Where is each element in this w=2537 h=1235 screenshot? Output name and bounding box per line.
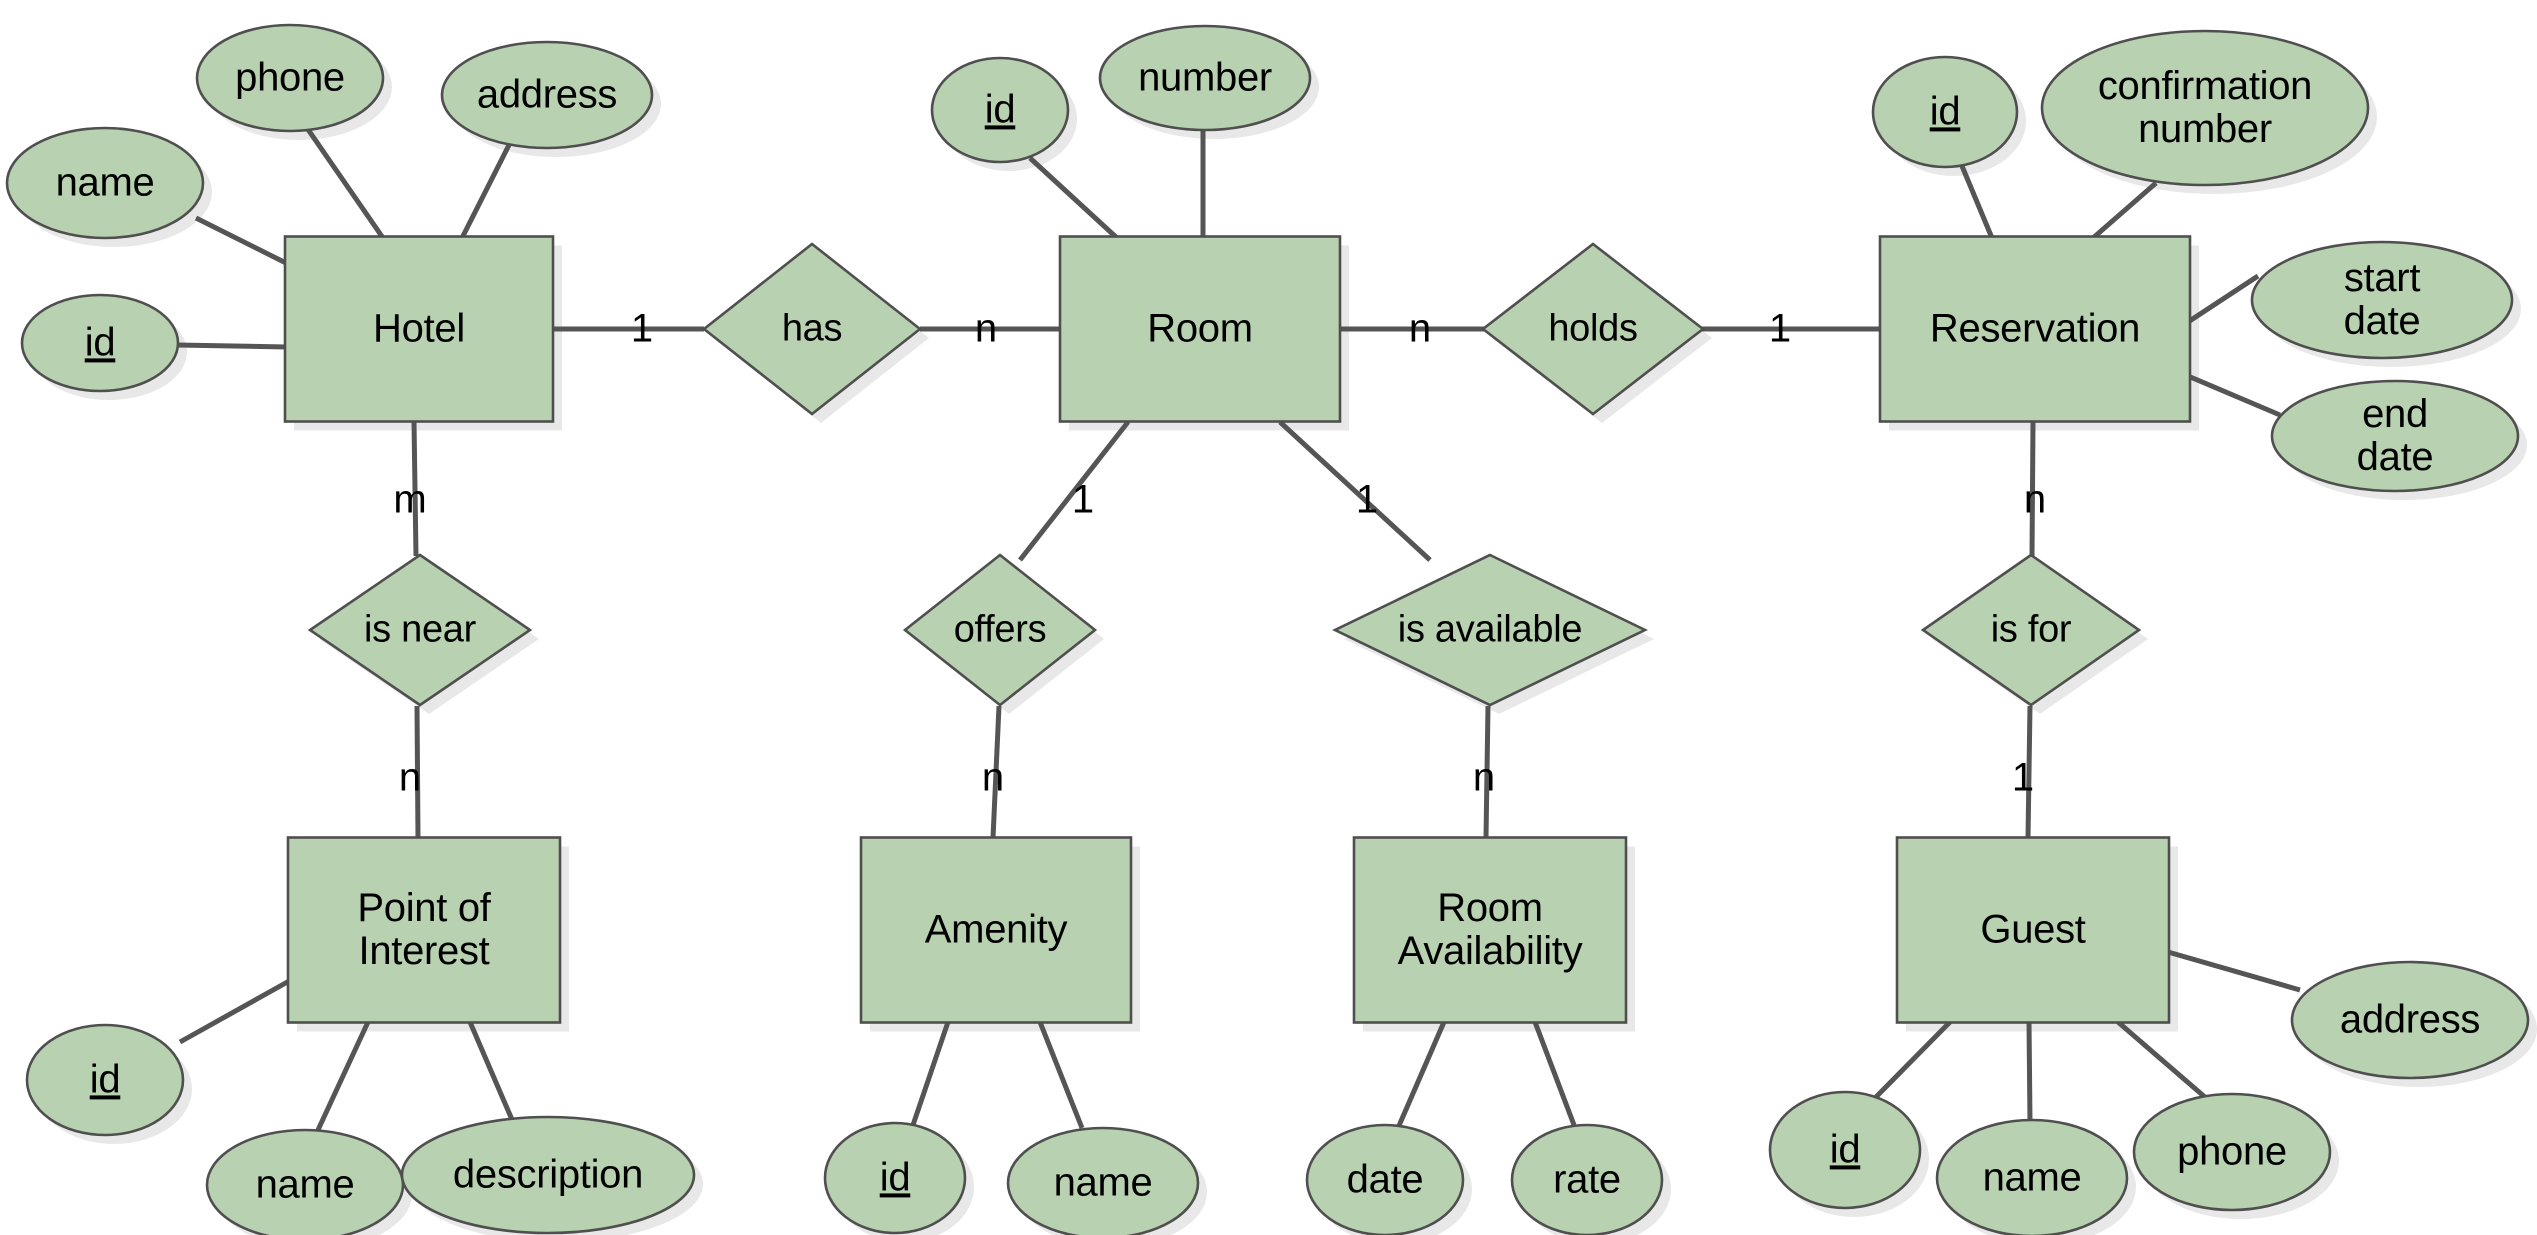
edge-e_res_id xyxy=(1959,165,1995,239)
attribute-guest_id[interactable] xyxy=(1768,1090,1922,1210)
relationship-offers[interactable] xyxy=(902,553,1098,707)
attribute-room_number[interactable] xyxy=(1098,24,1312,132)
entity-reservation[interactable] xyxy=(1878,235,2192,423)
edge-e_guest_address xyxy=(2167,949,2301,993)
edge-e_room_isavail xyxy=(1278,420,1432,562)
edge-e_offers_amenity xyxy=(990,705,1002,839)
edge-e_isfor_guest xyxy=(2025,705,2033,839)
attribute-avail_rate[interactable] xyxy=(1510,1123,1664,1235)
relationship-has[interactable] xyxy=(701,242,923,416)
relationship-is_available[interactable] xyxy=(1332,553,1648,707)
attribute-guest_name[interactable] xyxy=(1935,1118,2129,1235)
edge-e_isavail_avail xyxy=(1483,705,1491,839)
attribute-res_id[interactable] xyxy=(1871,55,2019,169)
entity-poi[interactable] xyxy=(286,836,562,1024)
attribute-hotel_address[interactable] xyxy=(440,40,654,150)
shape-layer xyxy=(5,23,2530,1235)
relationship-holds[interactable] xyxy=(1480,242,1706,416)
edge-e_isnear_poi xyxy=(414,705,421,839)
edge-e_amenity_id xyxy=(910,1021,951,1126)
edge-e_hotel_id xyxy=(176,342,288,350)
attribute-amenity_id[interactable] xyxy=(823,1121,967,1235)
attribute-poi_id[interactable] xyxy=(25,1023,185,1137)
edge-e_hotel_isnear xyxy=(411,421,419,557)
entity-room[interactable] xyxy=(1058,235,1342,423)
attribute-hotel_id[interactable] xyxy=(20,293,180,393)
attribute-room_id[interactable] xyxy=(930,56,1070,164)
edge-e_guest_name xyxy=(2026,1021,2033,1123)
edge-e_avail_rate xyxy=(1532,1021,1577,1126)
entity-amenity[interactable] xyxy=(859,836,1133,1024)
edge-e_poi_name xyxy=(315,1020,371,1132)
attribute-hotel_phone[interactable] xyxy=(195,23,385,133)
edge-e_room_id xyxy=(1028,156,1119,240)
relationship-is_near[interactable] xyxy=(307,553,533,707)
edge-e_res_start xyxy=(2186,273,2260,325)
edge-layer xyxy=(176,126,2301,1132)
edge-e_hotel_name xyxy=(194,215,292,268)
attribute-poi_desc[interactable] xyxy=(400,1115,696,1235)
edge-e_hotel_phone xyxy=(304,126,386,240)
entity-hotel[interactable] xyxy=(283,235,555,423)
attribute-guest_address[interactable] xyxy=(2290,960,2530,1080)
edge-e_res_end xyxy=(2187,373,2281,418)
edge-e_res_isfor xyxy=(2029,421,2036,557)
edge-e_room_offers xyxy=(1018,420,1130,562)
edge-e_amenity_name xyxy=(1037,1021,1085,1129)
edge-e_hotel_address xyxy=(459,141,513,240)
attribute-res_start[interactable] xyxy=(2250,240,2514,360)
attribute-guest_phone[interactable] xyxy=(2132,1092,2332,1212)
attribute-amenity_name[interactable] xyxy=(1006,1126,1200,1235)
edge-e_poi_id xyxy=(178,977,293,1045)
edge-e_poi_desc xyxy=(467,1021,516,1123)
attribute-poi_name[interactable] xyxy=(205,1128,405,1235)
edge-e_guest_phone xyxy=(2116,1020,2208,1100)
entity-room_avail[interactable] xyxy=(1352,836,1628,1024)
entity-guest[interactable] xyxy=(1895,836,2171,1024)
relationship-is_for[interactable] xyxy=(1920,553,2142,707)
edge-e_guest_id xyxy=(1874,1020,1952,1099)
attribute-res_end[interactable] xyxy=(2270,379,2520,493)
edge-e_res_conf xyxy=(2091,181,2158,240)
attribute-res_conf[interactable] xyxy=(2040,29,2370,187)
edge-e_avail_date xyxy=(1395,1021,1447,1129)
attribute-avail_date[interactable] xyxy=(1305,1123,1465,1235)
attribute-hotel_name[interactable] xyxy=(5,126,205,240)
